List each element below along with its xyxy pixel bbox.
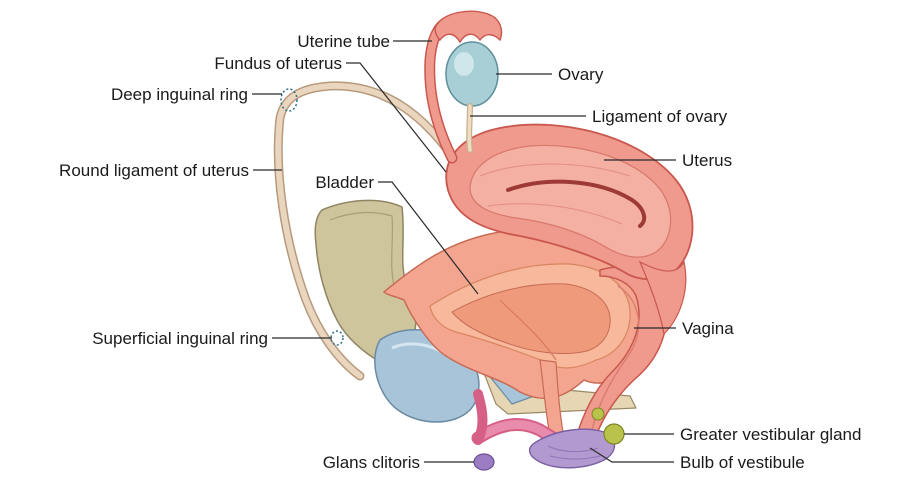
label-uterus: Uterus (682, 151, 732, 170)
label-uterine-tube: Uterine tube (297, 32, 390, 51)
label-round-ligament: Round ligament of uterus (59, 161, 249, 180)
fimbriae (435, 11, 501, 42)
label-glans-clitoris: Glans clitoris (323, 453, 420, 472)
label-ligament-of-ovary: Ligament of ovary (592, 107, 728, 126)
gland-small (592, 408, 604, 420)
label-bulb-of-vestibule: Bulb of vestibule (680, 453, 805, 472)
clitoris-crus (478, 394, 483, 440)
greater-vestibular-gland (604, 424, 624, 444)
ligament-of-ovary-fill (469, 106, 470, 150)
glans-clitoris (474, 454, 494, 470)
ovary-highlight (454, 52, 474, 76)
label-bladder: Bladder (315, 173, 374, 192)
ovary (446, 42, 498, 106)
label-vagina: Vagina (682, 319, 734, 338)
label-fundus-of-uterus: Fundus of uterus (214, 54, 342, 73)
label-greater-vestibular-gland: Greater vestibular gland (680, 425, 861, 444)
label-deep-inguinal-ring: Deep inguinal ring (111, 85, 248, 104)
label-superficial-inguinal-ring: Superficial inguinal ring (92, 329, 268, 348)
label-ovary: Ovary (558, 65, 604, 84)
